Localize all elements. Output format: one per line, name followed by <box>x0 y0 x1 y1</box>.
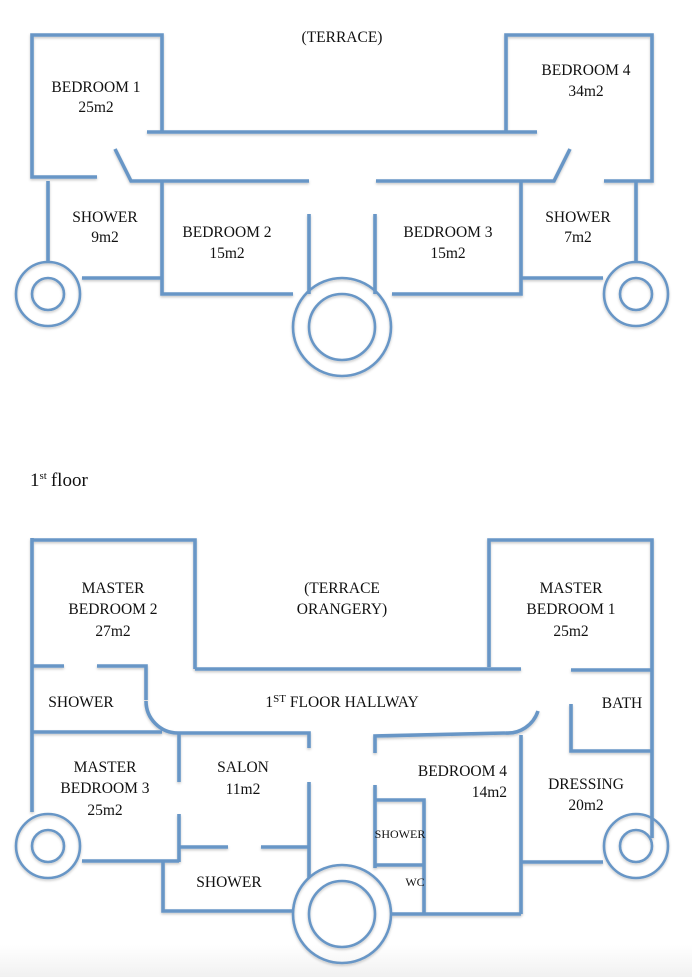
wall-hall-right <box>376 148 572 183</box>
floor-heading-word: floor <box>51 470 89 491</box>
room-area: 14m2 <box>472 784 507 801</box>
room-name-line1: MASTER <box>74 759 138 776</box>
tower-center-outer-icon <box>291 863 393 965</box>
room-area: 9m2 <box>91 229 119 246</box>
wall-master1 <box>487 538 654 838</box>
tower-right-outer-icon <box>602 260 670 328</box>
room-name-line2: BEDROOM 3 <box>60 780 149 797</box>
room-area: 25m2 <box>87 802 122 819</box>
room-name: SALON <box>217 759 269 776</box>
tower-right-inner-icon <box>618 276 654 312</box>
room-name-line1: MASTER <box>540 580 604 597</box>
room-name: BEDROOM 4 <box>541 62 630 79</box>
room-area: 15m2 <box>209 245 244 262</box>
room-area: 34m2 <box>568 83 603 100</box>
room-name: SHOWER <box>545 209 611 226</box>
room-area: 25m2 <box>78 99 113 116</box>
hallway-number: 1 <box>265 694 273 711</box>
hallway-suffix: ST <box>273 693 286 705</box>
tower-center-inner-icon <box>307 879 377 949</box>
tower-left-outer-icon <box>14 260 82 328</box>
wall-bedroom4-top <box>373 731 506 753</box>
wall-hall-left <box>113 148 309 183</box>
upper-floor-plan: (TERRACE) BEDROOM 1 25m2 BEDROOM 4 34m2 … <box>14 29 670 378</box>
room-name: SHOWER <box>72 209 138 226</box>
upper-floor-walls <box>14 33 670 378</box>
tower-left-inner-icon <box>30 828 66 864</box>
wall-bedroom4 <box>504 33 654 183</box>
room-name: DRESSING <box>548 776 624 793</box>
terrace-label: (TERRACE) <box>302 29 383 46</box>
wall-bedroom2 <box>160 181 293 296</box>
tower-right-inner-icon <box>618 828 654 864</box>
tower-left-inner-icon <box>30 276 66 312</box>
hallway-label: 1ST FLOOR HALLWAY <box>265 693 418 711</box>
hallway-word: FLOOR HALLWAY <box>290 694 419 711</box>
wall-salon-top <box>178 731 311 748</box>
room-name: BEDROOM 1 <box>51 79 140 96</box>
door-arc-shower <box>144 700 179 735</box>
room-name: WC <box>405 875 424 889</box>
tower-center-outer-icon <box>291 276 393 378</box>
tower-left-outer-icon <box>14 812 82 880</box>
room-name: SHOWER <box>48 694 114 711</box>
room-area: 11m2 <box>226 781 261 798</box>
wall-bedroom1 <box>30 33 164 179</box>
room-name: BEDROOM 2 <box>182 224 271 241</box>
floor-heading-number: 1 <box>30 470 40 491</box>
wall-shower-top-right <box>97 664 148 700</box>
tower-right-outer-icon <box>602 812 670 880</box>
tower-center-inner-icon <box>307 292 377 362</box>
room-name-line2: BEDROOM 2 <box>68 601 157 618</box>
first-floor-plan: MASTER BEDROOM 2 27m2 (TERRACE ORANGERY)… <box>14 538 670 965</box>
wall-shower-bottom-room <box>161 861 293 913</box>
floor-heading-suffix: st <box>40 470 47 482</box>
room-area: 15m2 <box>430 245 465 262</box>
wall-inner-shower <box>375 798 426 914</box>
door-arc-bedroom4 <box>504 710 540 735</box>
room-area: 27m2 <box>95 623 130 640</box>
room-name-line1: MASTER <box>82 580 146 597</box>
wall-master2 <box>32 538 197 669</box>
room-area: 25m2 <box>553 623 588 640</box>
room-area: 20m2 <box>568 797 603 814</box>
wall-bath <box>569 704 652 753</box>
room-area: 7m2 <box>564 229 592 246</box>
room-name: SHOWER <box>375 827 426 841</box>
first-floor-walls <box>14 538 670 965</box>
room-name: BEDROOM 3 <box>403 224 492 241</box>
room-name-line2: BEDROOM 1 <box>526 601 615 618</box>
terrace-label-line1: (TERRACE <box>304 580 380 597</box>
terrace-label-line2: ORANGERY) <box>297 601 387 618</box>
room-name: BATH <box>602 695 642 712</box>
wall-bedroom3 <box>392 181 523 296</box>
room-name: BEDROOM 4 <box>418 763 507 780</box>
room-name: SHOWER <box>196 874 262 891</box>
